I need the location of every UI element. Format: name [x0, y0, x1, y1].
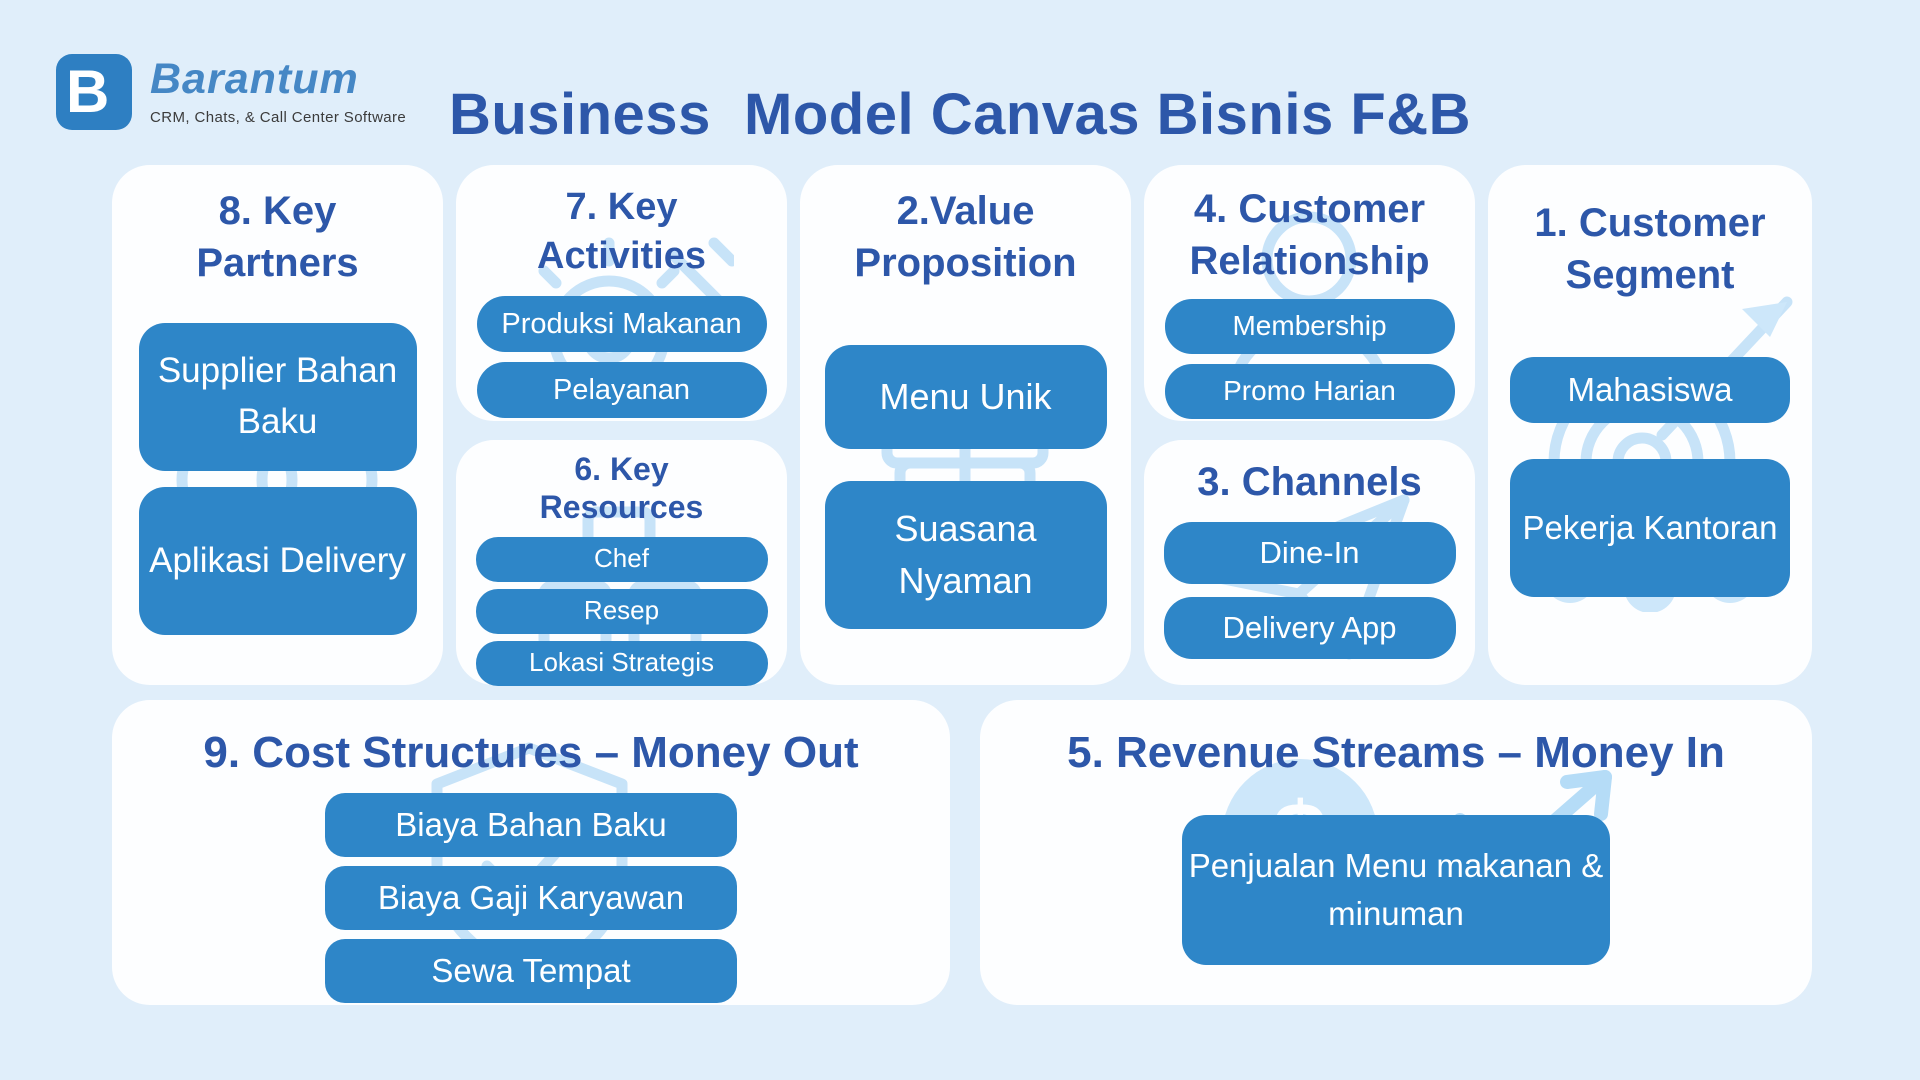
- card-value-proposition: 2.Value Proposition Menu Unik Suasana Ny…: [800, 165, 1131, 685]
- card-key-partners: 8. Key Partners Supplier Bahan Baku Apli…: [112, 165, 443, 685]
- card-key-resources: 6. Key Resources Chef Resep Lokasi Strat…: [456, 440, 787, 686]
- pill-delivery-app: Delivery App: [1163, 597, 1456, 659]
- card-channels: 3. Channels Dine-In Delivery App: [1144, 440, 1475, 685]
- card-heading: 4. Customer Relationship: [1189, 187, 1430, 283]
- card-heading: 9. Cost Structures – Money Out: [203, 728, 859, 777]
- card-heading: 3. Channels: [1197, 460, 1422, 504]
- pill-penjualan-menu: Penjualan Menu makanan & minuman: [1182, 815, 1610, 966]
- logo-words: Barantum CRM, Chats, & Call Center Softw…: [150, 54, 406, 126]
- pill-resep: Resep: [475, 588, 768, 634]
- pill-dine-in: Dine-In: [1163, 522, 1456, 584]
- pill-lokasi-strategis: Lokasi Strategis: [475, 640, 768, 686]
- card-heading: 1. Customer Segment: [1534, 201, 1766, 297]
- card-heading: 6. Key Resources: [539, 451, 704, 526]
- barantum-logo-icon: B: [56, 54, 132, 130]
- logo-letter: B: [66, 58, 110, 125]
- pill-chef: Chef: [475, 536, 768, 582]
- logo-name: Barantum: [150, 55, 359, 103]
- card-cost-structures: 9. Cost Structures – Money Out Biaya Bah…: [112, 700, 950, 1005]
- pill-mahasiswa: Mahasiswa: [1510, 357, 1790, 423]
- pill-membership: Membership: [1164, 299, 1455, 354]
- pill-biaya-bahan-baku: Biaya Bahan Baku: [325, 793, 737, 858]
- pill-supplier-bahan-baku: Supplier Bahan Baku: [138, 323, 417, 471]
- card-heading: 2.Value Proposition: [854, 189, 1077, 285]
- pill-promo-harian: Promo Harian: [1164, 364, 1455, 419]
- pill-pelayanan: Pelayanan: [476, 361, 767, 418]
- pill-suasana-nyaman: Suasana Nyaman: [824, 481, 1107, 629]
- pill-biaya-gaji-karyawan: Biaya Gaji Karyawan: [325, 866, 737, 931]
- pill-menu-unik: Menu Unik: [824, 345, 1107, 449]
- logo-tagline: CRM, Chats, & Call Center Software: [150, 109, 407, 127]
- card-customer-relationship: 4. Customer Relationship Membership Prom…: [1144, 165, 1475, 421]
- barantum-logo: B Barantum CRM, Chats, & Call Center Sof…: [56, 54, 406, 130]
- card-revenue-streams: $ 5. Revenue Streams – Money In Penjuala…: [980, 700, 1812, 1005]
- card-heading: 5. Revenue Streams – Money In: [1067, 728, 1725, 777]
- card-customer-segment: 1. Customer Segment Mahasiswa Pekerja Ka…: [1488, 165, 1812, 685]
- pill-aplikasi-delivery: Aplikasi Delivery: [138, 487, 417, 635]
- pill-pekerja-kantoran: Pekerja Kantoran: [1510, 459, 1790, 597]
- pill-sewa-tempat: Sewa Tempat: [325, 939, 737, 1004]
- pill-produksi-makanan: Produksi Makanan: [476, 295, 767, 352]
- card-heading: 7. Key Activities: [537, 186, 706, 278]
- card-key-activities: 7. Key Activities Produksi Makanan Pelay…: [456, 165, 787, 421]
- page-title: Business Model Canvas Bisnis F&B: [448, 81, 1472, 147]
- card-heading: 8. Key Partners: [196, 189, 359, 285]
